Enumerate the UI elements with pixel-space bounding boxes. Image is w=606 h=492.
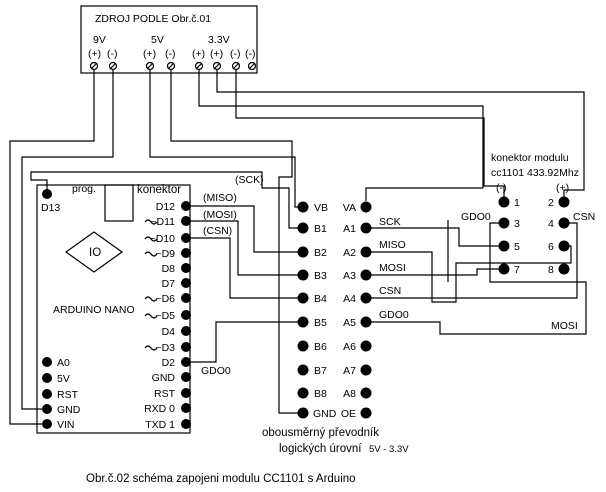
cc1101-pin-6: 6: [548, 241, 554, 253]
pin-d4-label: D4: [162, 326, 176, 338]
converter-right-pins: [360, 201, 372, 419]
pin-d8-label: D8: [162, 263, 176, 275]
conv-a4-label: A4: [343, 293, 356, 305]
arduino-prog-label: prog.: [72, 183, 96, 195]
pin-d11-label: ~D11: [150, 216, 175, 228]
cc1101-pin-1: 1: [514, 197, 520, 209]
cc1101-mosi-label: MOSI: [551, 320, 578, 332]
arduino-csn-label: (CSN): [203, 225, 232, 237]
conv-b1-label: B1: [314, 223, 327, 235]
conv-b7-label: B7: [314, 365, 327, 377]
power-9v-label: 9V: [93, 34, 106, 46]
cc1101-pin-3: 3: [514, 218, 520, 230]
conv-b6-label: B6: [314, 341, 327, 353]
cc1101-title-1: konektor modulu: [491, 152, 569, 164]
power-33v-plus-2: (+): [210, 48, 223, 60]
io-label: IO: [89, 247, 101, 259]
power-33v-minus-2: (-): [245, 48, 256, 60]
arduino-mosi-label: (MOSI): [203, 209, 237, 221]
pin-d13-label: D13: [41, 202, 60, 214]
pin-rst-right-label: RST: [154, 388, 176, 400]
power-supply-title: ZDROJ PODLE Obr.č.01: [95, 13, 211, 25]
cc1101-pin-4: 4: [548, 218, 554, 230]
arduino-sck-label: (SCK): [235, 174, 264, 186]
cc1101-csn-label: CSN: [573, 211, 595, 223]
conv-gnd-label: GND: [313, 408, 337, 420]
converter-left-pins: [297, 201, 309, 419]
power-33v-plus: (+): [192, 48, 205, 60]
conv-b4-label: B4: [314, 293, 327, 305]
wires: [9, 70, 587, 425]
conv-a1-label: A1: [343, 223, 356, 235]
pin-d2-label: D2: [162, 357, 176, 369]
conv-oe-label: OE: [341, 408, 356, 420]
power-5v-plus: (+): [143, 48, 156, 60]
conv-a7-label: A7: [343, 365, 356, 377]
sig-miso-label: MISO: [379, 239, 406, 251]
conv-a2-label: A2: [343, 247, 356, 259]
pin-d12-label: D12: [156, 201, 175, 213]
arduino-miso-label: (MISO): [203, 192, 237, 204]
power-terminals: [89, 61, 257, 71]
arduino-gdo0-label: GDO0: [201, 365, 231, 377]
figure-caption: Obr.č.02 schéma zapojeni modulu CC1101 s…: [86, 473, 356, 485]
pin-d10-label: ~D10: [150, 233, 176, 245]
pin-d3-label: ~D3: [155, 342, 175, 354]
conv-a6-label: A6: [343, 341, 356, 353]
converter-caption-1: obousměrný převodník: [262, 427, 379, 439]
cc1101-pins: [498, 196, 570, 275]
io-diamond-icon: [64, 231, 124, 273]
cc1101-pin-7: 7: [514, 264, 520, 276]
pin-gnd-left-label: GND: [57, 404, 81, 416]
pin-rxd-label: RXD 0: [144, 403, 175, 415]
pin-rst-left-label: RST: [57, 389, 79, 401]
conv-va-label: VA: [343, 202, 356, 214]
power-5v-minus: (-): [165, 48, 176, 60]
arduino-left-pins: [42, 357, 52, 429]
converter-caption-2: logických úrovní: [279, 443, 362, 455]
arduino-right-pins: [181, 201, 191, 429]
sig-sck-label: SCK: [379, 216, 401, 228]
pin-gnd-right-label: GND: [152, 372, 176, 384]
cc1101-pin-2: 2: [548, 197, 554, 209]
conv-b8-label: B8: [314, 388, 327, 400]
pin-d6-label: ~D6: [155, 293, 175, 305]
power-5v-label: 5V: [151, 34, 164, 46]
sig-mosi-label: MOSI: [379, 262, 406, 274]
conv-a3-label: A3: [343, 270, 356, 282]
prog-connector-box: [104, 184, 134, 222]
pin-a0-label: A0: [57, 357, 70, 369]
arduino-konektor-label: konektor: [137, 184, 181, 196]
sig-gdo0-label: GDO0: [379, 309, 409, 321]
conv-b3-label: B3: [314, 270, 327, 282]
pin-d5-label: ~D5: [155, 310, 175, 322]
power-9v-plus: (+): [88, 48, 101, 60]
pin-5v-label: 5V: [57, 373, 70, 385]
conv-b2-label: B2: [314, 247, 327, 259]
power-33v-minus: (-): [230, 48, 241, 60]
arduino-name-label: ARDUINO NANO: [53, 304, 135, 316]
pin-d7-label: D7: [162, 278, 176, 290]
power-supply-box: [80, 5, 258, 74]
cc1101-pin-5: 5: [514, 241, 520, 253]
power-9v-minus: (-): [107, 48, 118, 60]
pin-d9-label: ~D9: [155, 248, 175, 260]
sig-csn-label: CSN: [379, 285, 401, 297]
cc1101-pin-8: 8: [548, 264, 554, 276]
conv-b5-label: B5: [314, 317, 327, 329]
conv-vb-label: VB: [314, 202, 328, 214]
cc1101-gdo0-label: GDO0: [461, 211, 491, 223]
pin-vin-label: VIN: [57, 419, 75, 431]
cc1101-minus-label: (-): [496, 182, 507, 194]
cc1101-plus-label: (+): [556, 182, 569, 194]
conv-a8-label: A8: [343, 388, 356, 400]
conv-a5-label: A5: [343, 317, 356, 329]
converter-caption-2-small: 5V - 3.3V: [369, 444, 409, 455]
pin-txd-label: TXD 1: [145, 419, 175, 431]
cc1101-title-2: cc1101 433.92Mhz: [491, 167, 579, 179]
power-33v-label: 3.3V: [208, 34, 230, 46]
